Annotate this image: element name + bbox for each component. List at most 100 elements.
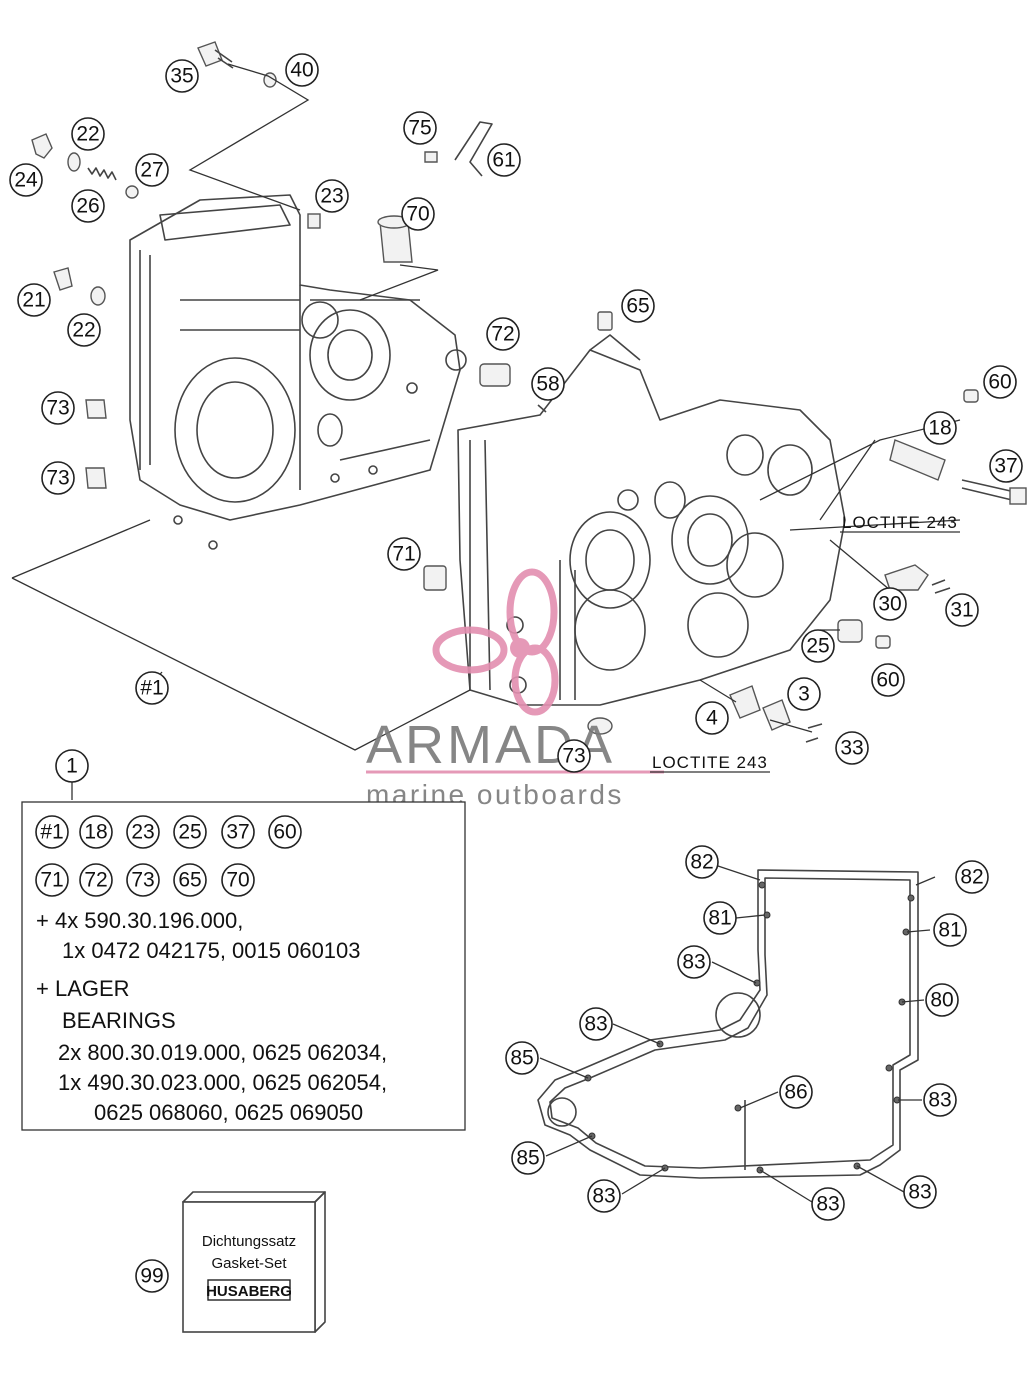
svg-text:81: 81	[938, 919, 961, 942]
svg-text:27: 27	[140, 159, 163, 182]
callout-37: 37	[989, 449, 1023, 483]
svg-text:33: 33	[840, 737, 863, 760]
gasket-set-box: Dichtungssatz Gasket-Set HUSABERG	[182, 1191, 326, 1333]
kit-callout: 65	[173, 863, 207, 897]
svg-text:71: 71	[392, 543, 415, 566]
gasket-box-brand: HUSABERG	[206, 1283, 292, 1300]
kit-line-7: 0625 068060, 0625 069050	[94, 1100, 363, 1125]
svg-text:35: 35	[170, 65, 193, 88]
callout-85: 85	[511, 1141, 545, 1175]
svg-text:75: 75	[408, 117, 431, 140]
callout-83: 83	[811, 1187, 845, 1221]
callout-75: 75	[403, 111, 437, 145]
callout-83: 83	[923, 1083, 957, 1117]
svg-text:83: 83	[908, 1181, 931, 1204]
kit-callout: 60	[268, 815, 302, 849]
svg-text:58: 58	[536, 373, 559, 396]
svg-text:86: 86	[784, 1081, 807, 1104]
gasket-box-line-1: Dichtungssatz	[202, 1233, 296, 1250]
callout-25: 25	[801, 629, 835, 663]
svg-text:4: 4	[706, 707, 718, 730]
svg-text:31: 31	[950, 599, 973, 622]
svg-text:23: 23	[320, 185, 343, 208]
kit-callout: 71	[35, 863, 69, 897]
svg-text:23: 23	[131, 821, 154, 844]
callout-82: 82	[955, 860, 989, 894]
callout-23: 23	[315, 179, 349, 213]
left-crankcase-half	[129, 194, 467, 550]
callout-99: 99	[135, 1259, 169, 1293]
svg-text:37: 37	[226, 821, 249, 844]
svg-text:73: 73	[46, 397, 69, 420]
kit-callout: 18	[79, 815, 113, 849]
kit-callout: 23	[126, 815, 160, 849]
callout-65: 65	[621, 289, 655, 323]
callout-22: 22	[71, 117, 105, 151]
svg-text:65: 65	[626, 295, 649, 318]
svg-text:24: 24	[14, 169, 38, 192]
svg-text:61: 61	[492, 149, 515, 172]
svg-text:60: 60	[273, 821, 296, 844]
svg-text:85: 85	[510, 1047, 533, 1070]
svg-text:85: 85	[516, 1147, 539, 1170]
callout-83: 83	[587, 1179, 621, 1213]
svg-text:70: 70	[226, 869, 249, 892]
callout-71: 71	[387, 537, 421, 571]
part-callouts: 35 40 22 27 24 26 75 61 23 70 21 22 65 7…	[9, 53, 1023, 1293]
callout-73: 73	[41, 461, 75, 495]
kit-line-2: 1x 0472 042175, 0015 060103	[62, 938, 361, 963]
svg-text:72: 72	[491, 323, 514, 346]
callout-31: 31	[945, 593, 979, 627]
svg-text:18: 18	[84, 821, 107, 844]
callout-18: 18	[923, 411, 957, 445]
callout-40: 40	[285, 53, 319, 87]
callout-82: 82	[685, 845, 719, 879]
kit-row-2: 71 72 73 65 70	[35, 863, 255, 897]
kit-line-6: 1x 490.30.023.000, 0625 062054,	[58, 1070, 387, 1095]
kit-line-4: BEARINGS	[62, 1008, 176, 1033]
svg-text:22: 22	[72, 319, 95, 342]
kit-callout: 70	[221, 863, 255, 897]
svg-text:73: 73	[131, 869, 154, 892]
svg-text:65: 65	[178, 869, 201, 892]
svg-text:70: 70	[406, 203, 429, 226]
kit-callout: 72	[79, 863, 113, 897]
loctite-note-upper: LOCTITE 243	[842, 513, 958, 532]
leader-lines	[11, 63, 961, 800]
callout-60: 60	[871, 663, 905, 697]
svg-text:83: 83	[928, 1089, 951, 1112]
kit-callout: 25	[173, 815, 207, 849]
callout-73: 73	[41, 391, 75, 425]
callout-33: 33	[835, 731, 869, 765]
svg-text:71: 71	[40, 869, 63, 892]
small-parts	[31, 41, 1027, 743]
svg-text:83: 83	[592, 1185, 615, 1208]
callout-24: 24	[9, 163, 43, 197]
callout-58: 58	[531, 367, 565, 401]
kit-row-1: #1 18 23 25 37 60	[35, 815, 302, 849]
kit-callout: #1	[35, 815, 69, 849]
svg-text:18: 18	[928, 417, 951, 440]
svg-text:73: 73	[562, 745, 585, 768]
svg-text:81: 81	[708, 907, 731, 930]
gasket-box-line-2: Gasket-Set	[211, 1255, 287, 1272]
svg-text:40: 40	[290, 59, 313, 82]
callout-hash1: #1	[135, 671, 169, 705]
callout-35: 35	[165, 59, 199, 93]
callout-3: 3	[787, 677, 821, 711]
kit-line-1: + 4x 590.30.196.000,	[36, 908, 243, 933]
callout-1: 1	[55, 749, 89, 783]
svg-text:1: 1	[66, 755, 78, 778]
svg-text:83: 83	[682, 951, 705, 974]
callout-4: 4	[695, 701, 729, 735]
svg-text:30: 30	[878, 593, 901, 616]
svg-text:21: 21	[22, 289, 45, 312]
kit-line-3: + LAGER	[36, 976, 130, 1001]
kit-contents-box: + 4x 590.30.196.000, 1x 0472 042175, 001…	[21, 801, 466, 1131]
callout-83: 83	[903, 1175, 937, 1209]
svg-text:#1: #1	[140, 677, 163, 700]
callout-22: 22	[67, 313, 101, 347]
right-crankcase-half	[457, 334, 846, 706]
kit-line-5: 2x 800.30.019.000, 0625 062034,	[58, 1040, 387, 1065]
svg-text:60: 60	[988, 371, 1011, 394]
